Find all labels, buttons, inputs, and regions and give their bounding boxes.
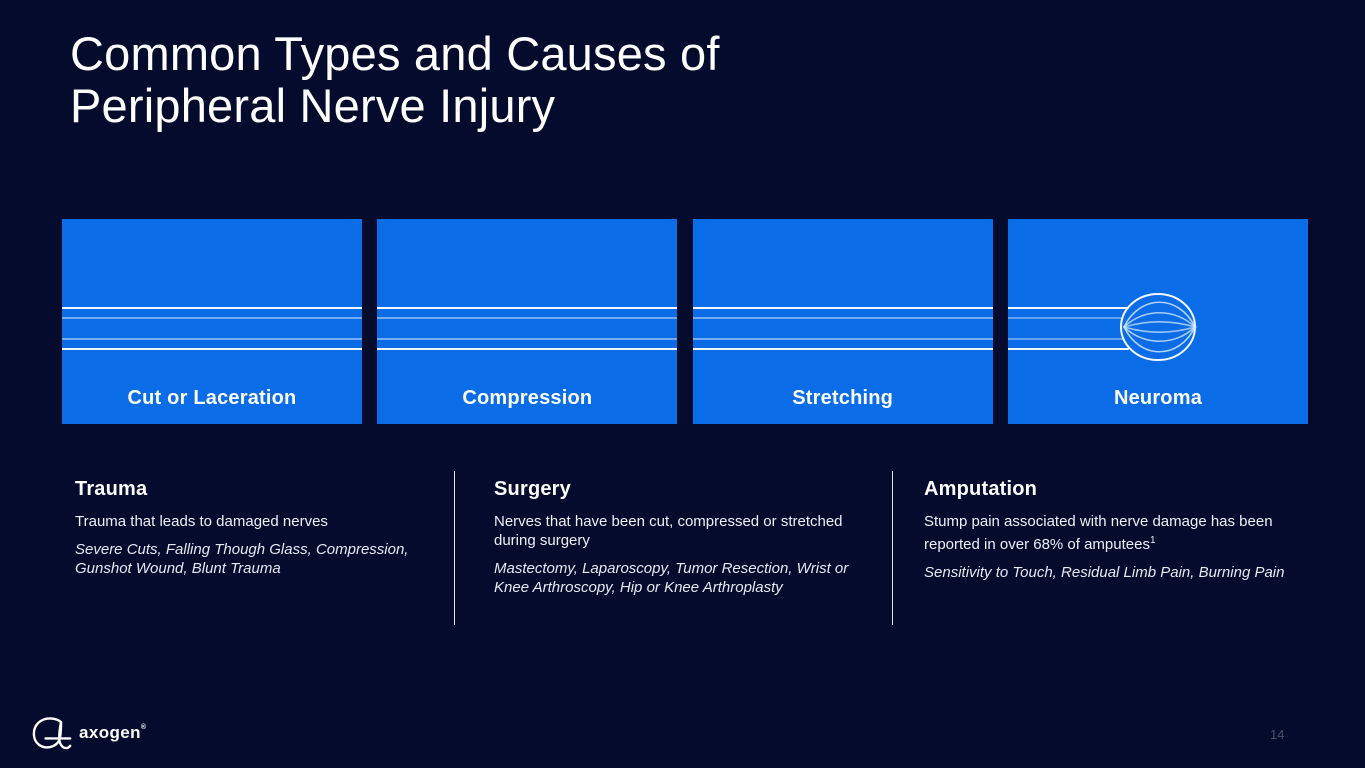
page-number: 14 <box>1270 727 1285 742</box>
card-label: Neuroma <box>1113 387 1203 409</box>
injury-type-cards: Cut or Laceration Compression Stretching <box>62 219 1308 424</box>
axogen-logo-icon <box>32 717 72 750</box>
card-neuroma: Neuroma <box>1007 219 1308 424</box>
axogen-wordmark: axogen® <box>79 723 146 743</box>
nerve-line <box>62 348 362 350</box>
axogen-logo: axogen® <box>30 714 146 752</box>
column-trauma: Trauma Trauma that leads to damaged nerv… <box>75 478 437 578</box>
page-title: Common Types and Causes of Peripheral Ne… <box>70 28 720 132</box>
nerve-line <box>377 317 678 319</box>
card-label: Stretching <box>792 387 894 409</box>
column-heading: Surgery <box>494 478 571 500</box>
nerve-line <box>692 348 993 350</box>
column-divider <box>454 471 455 625</box>
footnote-marker: 1 <box>1149 535 1156 546</box>
registered-trademark-icon: ® <box>140 724 147 731</box>
card-cut-or-laceration: Cut or Laceration <box>62 219 362 424</box>
column-heading: Trauma <box>75 478 148 500</box>
column-description: Trauma that leads to damaged nerves <box>75 512 437 531</box>
nerve-line <box>62 307 362 309</box>
nerve-line <box>377 348 678 350</box>
nerve-line <box>692 317 993 319</box>
column-heading: Amputation <box>924 478 1038 500</box>
card-label: Cut or Laceration <box>127 387 297 409</box>
column-description: Stump pain associated with nerve damage … <box>924 512 1304 554</box>
column-description: Nerves that have been cut, compressed or… <box>494 512 872 550</box>
card-compression: Compression <box>377 219 678 424</box>
column-examples: Mastectomy, Laparoscopy, Tumor Resection… <box>494 560 849 596</box>
neuroma-bulb-icon <box>1007 293 1198 361</box>
brand-name: axogen <box>79 723 141 742</box>
nerve-line <box>62 338 362 340</box>
column-surgery: Surgery Nerves that have been cut, compr… <box>494 478 872 597</box>
column-description-text: Stump pain associated with nerve damage … <box>924 513 1273 553</box>
nerve-line <box>377 307 678 309</box>
column-examples: Severe Cuts, Falling Though Glass, Compr… <box>75 541 409 577</box>
nerve-line <box>62 317 362 319</box>
column-description-text: Trauma that leads to damaged nerves <box>75 513 328 530</box>
column-examples: Sensitivity to Touch, Residual Limb Pain… <box>924 564 1285 581</box>
column-amputation: Amputation Stump pain associated with ne… <box>924 478 1304 582</box>
page-title-line-2: Peripheral Nerve Injury <box>70 79 556 132</box>
nerve-line <box>377 338 678 340</box>
column-description-text: Nerves that have been cut, compressed or… <box>494 513 843 549</box>
nerve-line <box>692 338 993 340</box>
nerve-line <box>692 307 993 309</box>
page-title-line-1: Common Types and Causes of <box>70 27 720 80</box>
column-divider <box>892 471 893 625</box>
card-stretching: Stretching <box>692 219 993 424</box>
card-label: Compression <box>462 387 593 409</box>
